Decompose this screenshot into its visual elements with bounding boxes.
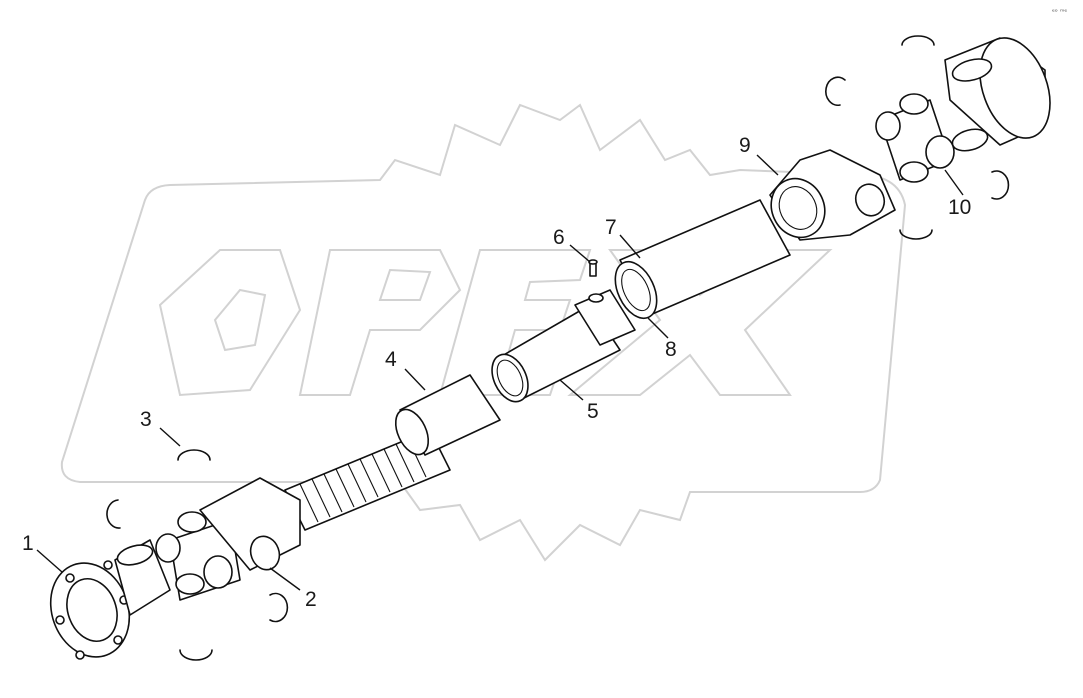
callout-7: 7 [605,216,617,239]
callout-2: 2 [305,588,317,611]
tube-item-7 [614,199,791,320]
callout-10: 10 [948,196,971,219]
snap-rings-right [825,35,1010,240]
callout-3: 3 [140,408,152,431]
cross-item-2 [155,511,241,601]
right-universal-joint [769,35,1051,241]
watermark-gear [60,103,907,562]
snap-rings-item-3 [106,449,289,661]
left-universal-joint [49,449,301,661]
callout-6: 6 [553,226,565,249]
cross-item-10 [875,93,955,183]
shaft-assembly [284,199,791,531]
yoke-item-9 [769,149,896,241]
grease-fitting-item-6 [588,259,598,277]
callout-9: 9 [739,134,751,157]
callout-5: 5 [587,400,599,423]
callout-1: 1 [22,532,34,555]
callout-8: 8 [665,338,677,361]
callout-4: 4 [385,348,397,371]
leader-lines [36,154,964,591]
callouts: 1 2 3 4 5 6 7 8 9 10 [22,134,971,611]
tube-item-4 [394,374,501,456]
flange-yoke-item-1 [49,539,171,660]
flange-yoke-right [944,37,1051,152]
corner-mark: ᵉᵒ ᵐᵉ [1052,8,1067,16]
sleeve-item-5 [491,289,636,403]
